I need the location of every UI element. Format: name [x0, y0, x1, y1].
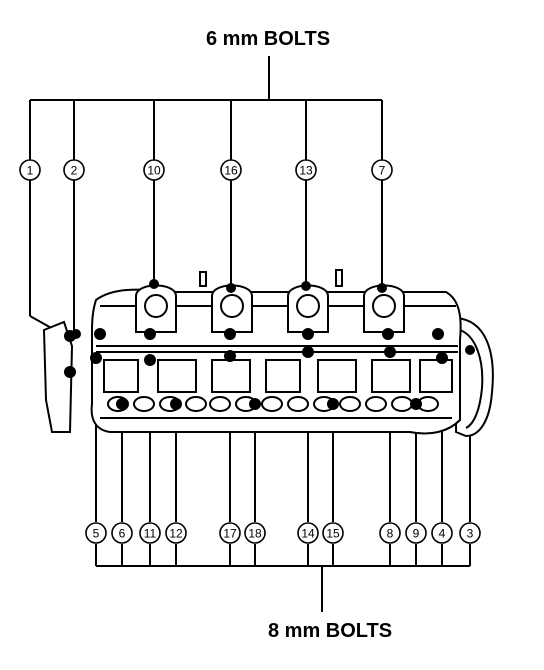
callout-10: 10 [143, 159, 165, 181]
bolt-head [90, 352, 102, 364]
svg-text:3: 3 [467, 527, 474, 541]
bottom-callouts: 5 6 11 12 17 18 14 15 [85, 522, 481, 544]
svg-text:11: 11 [144, 527, 157, 541]
svg-text:5: 5 [93, 527, 100, 541]
bolt-head [302, 346, 314, 358]
bolt-head [224, 350, 236, 362]
callout-15: 15 [322, 522, 344, 544]
top-callouts: 1 2 10 16 13 7 [19, 159, 393, 181]
svg-text:4: 4 [439, 527, 446, 541]
svg-text:9: 9 [413, 527, 420, 541]
bolt-head [384, 346, 396, 358]
bolt-head [116, 398, 128, 410]
callout-11: 11 [139, 522, 161, 544]
bolt-head [465, 345, 475, 355]
rocker-arms [103, 359, 453, 393]
bolt-head [432, 328, 444, 340]
bolt-head [144, 328, 156, 340]
bolt-head [327, 398, 339, 410]
bolt-head [301, 281, 311, 291]
svg-text:2: 2 [71, 164, 78, 178]
bolt-heads [64, 279, 475, 410]
bolt-head [302, 328, 314, 340]
bolt-head [144, 354, 156, 366]
title-8mm-bolts: 8 mm BOLTS [268, 620, 393, 642]
callout-3: 3 [459, 522, 481, 544]
callout-17: 17 [219, 522, 241, 544]
callout-9: 9 [405, 522, 427, 544]
svg-text:10: 10 [147, 164, 161, 178]
top-leader-lines [29, 56, 383, 335]
callout-4: 4 [431, 522, 453, 544]
callout-16: 16 [220, 159, 242, 181]
callout-6: 6 [111, 522, 133, 544]
bolt-head [149, 279, 159, 289]
cam-towers [135, 284, 405, 333]
svg-text:1: 1 [27, 164, 34, 178]
callout-2: 2 [63, 159, 85, 181]
bolt-head [170, 398, 182, 410]
cylinder-head-drawing [42, 269, 494, 438]
svg-text:7: 7 [379, 164, 386, 178]
bolt-head [94, 328, 106, 340]
svg-text:16: 16 [224, 164, 238, 178]
callout-8: 8 [379, 522, 401, 544]
callout-18: 18 [244, 522, 266, 544]
callout-5: 5 [85, 522, 107, 544]
bolt-head [224, 328, 236, 340]
svg-text:8: 8 [387, 527, 394, 541]
title-6mm-bolts: 6 mm BOLTS [206, 28, 331, 50]
bolt-head [382, 328, 394, 340]
svg-text:6: 6 [119, 527, 126, 541]
svg-text:18: 18 [248, 527, 262, 541]
callout-14: 14 [297, 522, 319, 544]
callout-13: 13 [295, 159, 317, 181]
bolt-head [410, 398, 422, 410]
callout-12: 12 [165, 522, 187, 544]
callout-7: 7 [371, 159, 393, 181]
svg-text:12: 12 [169, 527, 183, 541]
svg-text:14: 14 [301, 527, 315, 541]
valve-springs [107, 396, 439, 412]
bolt-head [377, 283, 387, 293]
callout-1: 1 [19, 159, 41, 181]
bolt-head [226, 283, 236, 293]
bolt-head [64, 366, 76, 378]
bolt-head [436, 352, 448, 364]
svg-text:17: 17 [223, 527, 237, 541]
svg-text:13: 13 [299, 164, 313, 178]
bolt-head [249, 398, 261, 410]
bolt-head [71, 329, 81, 339]
svg-text:15: 15 [326, 527, 340, 541]
